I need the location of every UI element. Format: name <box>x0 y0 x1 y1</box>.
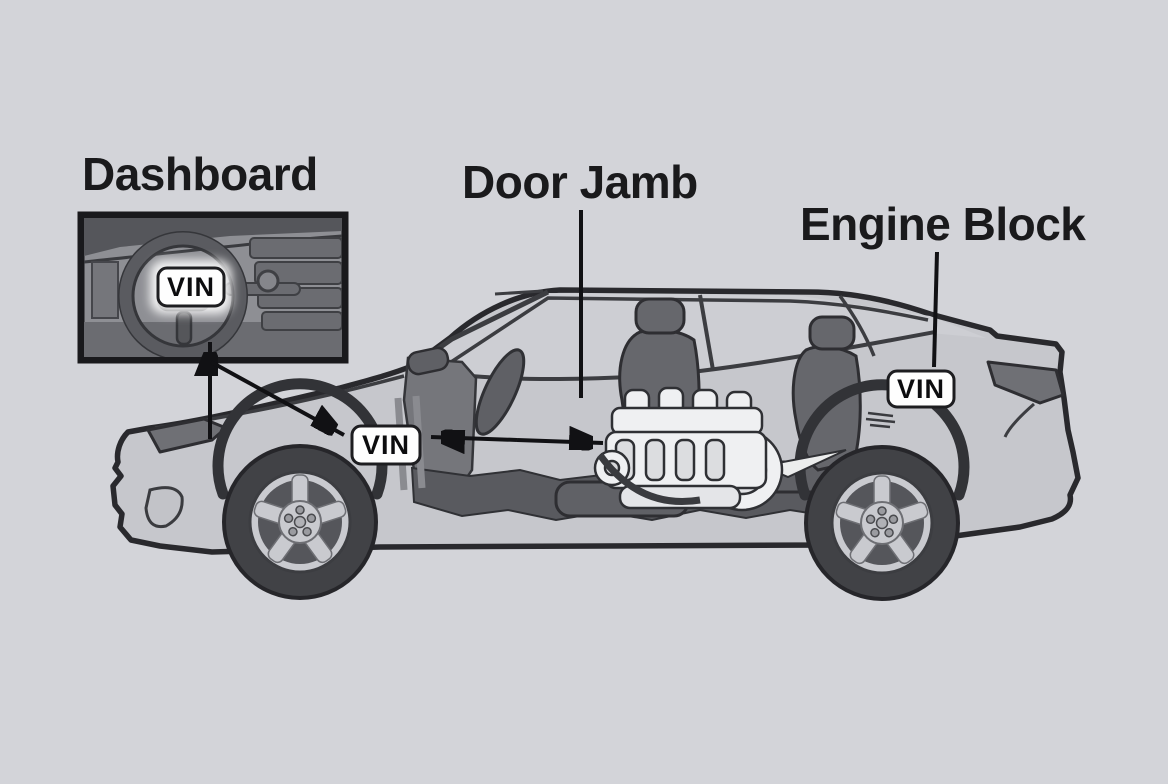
sunroof-line <box>494 289 544 296</box>
inset-knob <box>256 269 280 293</box>
label-engine-block: Engine Block <box>800 198 1086 250</box>
inset-vin-label: VIN <box>167 272 215 302</box>
inset-windshield-band <box>84 218 342 256</box>
engine-block-vin: VIN <box>886 369 956 409</box>
trunk-crease <box>1003 402 1035 438</box>
fuel-door-marks <box>865 411 896 429</box>
b-pillar <box>698 294 715 371</box>
inset-left-vent <box>91 261 119 319</box>
arrow-inset-to-door-vin <box>210 360 345 435</box>
front-wheel <box>222 444 378 600</box>
arrow-to-door-vin <box>430 437 518 440</box>
steering-wheel-side <box>474 348 526 436</box>
side-mirror <box>406 346 450 376</box>
windows-glass <box>413 293 986 381</box>
annotations <box>210 210 939 443</box>
fog-light <box>144 486 184 529</box>
belt <box>597 452 701 506</box>
label-door-jamb: Door Jamb <box>462 156 698 208</box>
oil-pan <box>618 484 742 510</box>
c-pillar-edge <box>838 294 876 357</box>
taillight <box>986 360 1065 405</box>
engine-block-leader-line <box>932 251 939 368</box>
arrow-to-engine <box>516 440 604 443</box>
dashboard-inset: VIN <box>77 211 349 364</box>
valve-cover <box>610 406 764 436</box>
engine-block-drawing <box>593 386 847 512</box>
door-vin-badge <box>350 424 422 466</box>
label-dashboard: Dashboard <box>82 148 318 200</box>
rear-headrest <box>808 315 856 351</box>
inset-vin-badge <box>156 266 226 308</box>
rear-vin-badge <box>886 369 956 409</box>
rear-wheel <box>804 445 960 601</box>
rear-vin-label: VIN <box>897 374 945 404</box>
rear-wheel-arch <box>794 379 970 501</box>
front-headrest <box>634 297 686 335</box>
door-vin-label: VIN <box>362 430 410 460</box>
door-jamb-vin: VIN <box>350 424 422 466</box>
